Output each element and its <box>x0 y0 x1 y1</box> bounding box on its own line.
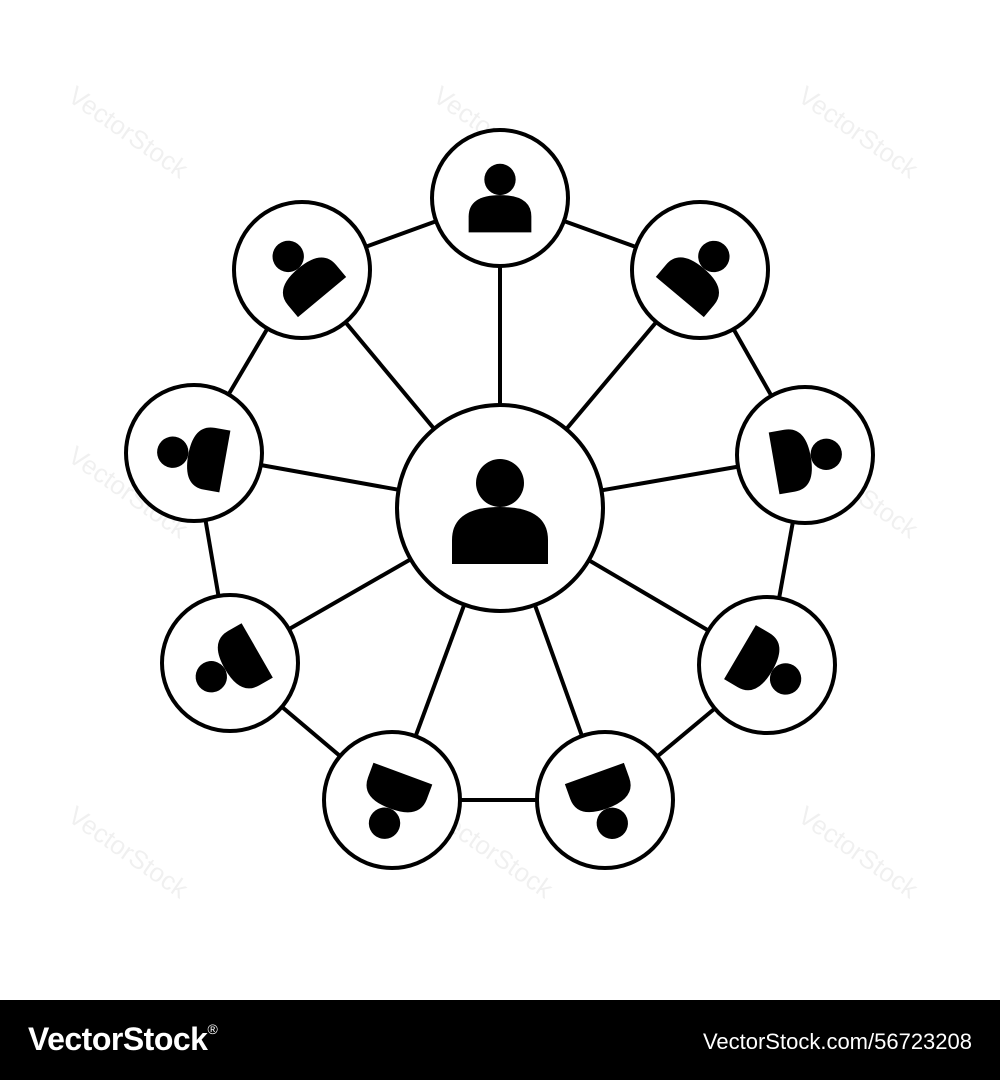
outer-node <box>232 200 372 340</box>
network-diagram <box>124 128 875 870</box>
footer-bar: VectorStock® VectorStock.com/56723208 <box>0 1000 1000 1080</box>
outer-node <box>124 383 264 523</box>
person-head <box>484 163 516 196</box>
person-body <box>452 507 548 564</box>
person-icon <box>157 427 231 493</box>
brand-registered-mark: ® <box>207 1021 218 1037</box>
outer-node <box>322 730 462 870</box>
person-body <box>468 195 532 233</box>
outer-node <box>697 595 837 735</box>
person-body <box>217 623 273 689</box>
person-head <box>596 807 628 839</box>
person-head <box>157 436 189 468</box>
person-head <box>698 240 730 273</box>
outer-node <box>160 593 300 733</box>
brand-logo: VectorStock® <box>28 1021 218 1058</box>
person-icon <box>195 623 273 693</box>
person-icon <box>272 240 347 318</box>
image-reference: VectorStock.com/56723208 <box>702 1029 972 1054</box>
person-icon <box>366 762 433 839</box>
person-head <box>368 807 401 839</box>
outer-node <box>535 730 675 870</box>
person-body <box>655 257 719 318</box>
person-icon <box>768 429 842 495</box>
outer-node <box>430 128 570 268</box>
nodes <box>124 128 875 870</box>
person-body <box>282 257 347 318</box>
person-head <box>195 661 227 693</box>
person-body <box>768 429 812 495</box>
person-icon <box>655 240 730 318</box>
person-head <box>769 663 802 695</box>
person-icon <box>564 762 631 839</box>
person-icon <box>724 625 802 695</box>
person-head <box>272 240 304 273</box>
person-icon <box>468 163 532 233</box>
outer-node <box>630 200 770 340</box>
person-body <box>724 625 780 691</box>
person-body <box>366 762 433 813</box>
person-body <box>564 762 631 813</box>
center-node <box>395 403 605 613</box>
person-head <box>476 459 524 507</box>
person-head <box>810 438 842 470</box>
outer-node <box>735 385 875 525</box>
person-body <box>187 427 231 493</box>
person-icon <box>452 459 548 564</box>
brand-name: VectorStock <box>28 1021 208 1057</box>
